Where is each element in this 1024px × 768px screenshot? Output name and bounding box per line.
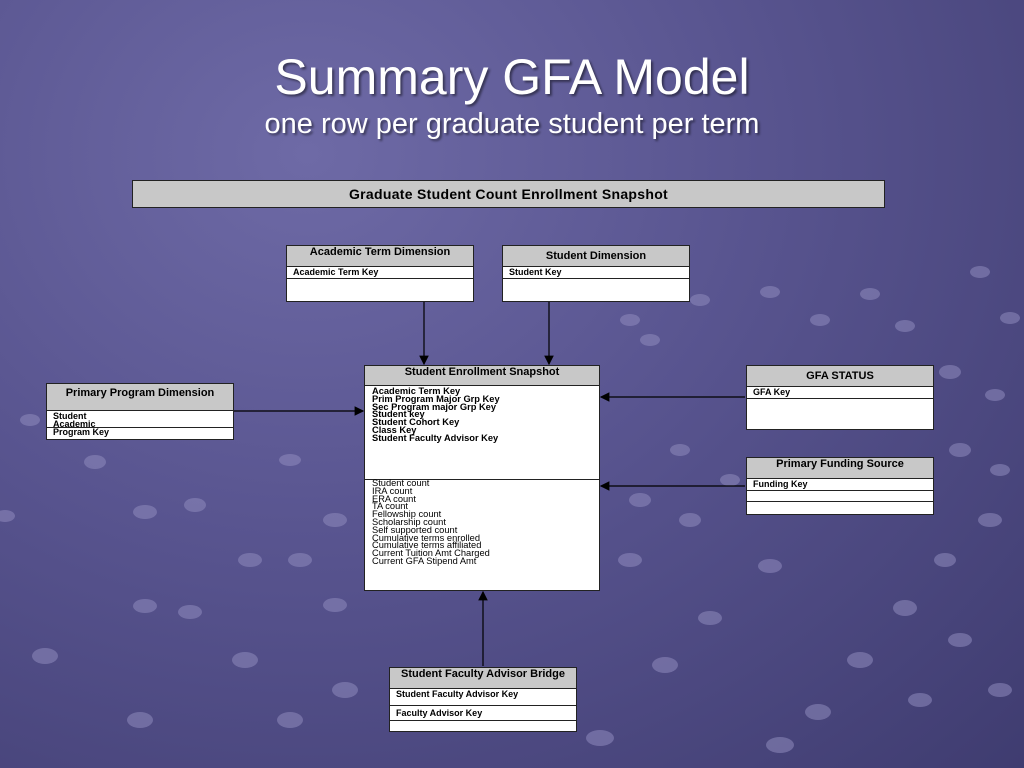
funding-empty-row xyxy=(747,491,933,502)
diagram-banner: Graduate Student Count Enrollment Snapsh… xyxy=(132,180,885,208)
gfa-status-table: GFA STATUS GFA Key xyxy=(746,365,934,430)
snapshot-measure: Cumulative terms enrolled xyxy=(372,532,480,543)
primary-program-dimension-header: Primary Program Dimension xyxy=(47,384,233,411)
snapshot-measure: Scholarship count xyxy=(372,516,446,527)
student-academic-program-key-row: Student Academic Program Key xyxy=(47,411,233,437)
gfa-status-header: GFA STATUS xyxy=(747,366,933,387)
page-subtitle: one row per graduate student per term xyxy=(264,108,760,140)
gfa-key-row: GFA Key xyxy=(747,387,933,399)
snapshot-measure: Self supported count xyxy=(372,524,458,535)
snapshot-measure: Current GFA Stipend Amt xyxy=(372,555,477,566)
snapshot-measures-list: Student count IRA count ERA count TA cou… xyxy=(365,478,599,568)
snapshot-key: Prim Program Major Grp Key xyxy=(372,393,500,404)
snapshot-key: Student Faculty Advisor Key xyxy=(372,432,499,443)
student-enrollment-snapshot-header: Student Enrollment Snapshot xyxy=(365,366,599,386)
title-block: Summary GFA Model one row per graduate s… xyxy=(0,48,1024,142)
student-faculty-advisor-bridge-table: Student Faculty Advisor Bridge Student F… xyxy=(389,667,577,732)
student-enrollment-snapshot-table: Student Enrollment Snapshot Academic Ter… xyxy=(364,365,600,591)
snapshot-measure: Current Tuition Amt Charged xyxy=(372,548,490,559)
snapshot-measure: ERA count xyxy=(372,493,416,504)
funding-key-row: Funding Key xyxy=(747,479,933,491)
student-dimension-table: Student Dimension Student Key xyxy=(502,245,690,302)
advisor-bridge-header: Student Faculty Advisor Bridge xyxy=(390,668,576,689)
primary-program-dimension-table: Primary Program Dimension Student Academ… xyxy=(46,383,234,440)
academic-term-dimension-table: Academic Term Dimension Academic Term Ke… xyxy=(286,245,474,302)
snapshot-measure: IRA count xyxy=(372,485,413,496)
snapshot-key: Student Cohort Key xyxy=(372,417,460,428)
student-key-row: Student Key xyxy=(503,267,689,279)
snapshot-key: Sec Program major Grp Key xyxy=(372,401,497,412)
snapshot-key: Student key xyxy=(372,409,425,420)
snapshot-measure: TA count xyxy=(372,501,409,512)
snapshot-measure: Student count xyxy=(372,478,430,488)
faculty-advisor-key-row: Faculty Advisor Key xyxy=(390,706,576,721)
snapshot-measure: Fellowship count xyxy=(372,509,442,520)
academic-term-dimension-header: Academic Term Dimension xyxy=(287,246,473,267)
student-faculty-advisor-key-row: Student Faculty Advisor Key xyxy=(390,689,576,706)
primary-funding-source-table: Primary Funding Source Funding Key xyxy=(746,457,934,515)
student-dimension-header: Student Dimension xyxy=(503,246,689,267)
primary-funding-source-header: Primary Funding Source xyxy=(747,458,933,479)
academic-term-key-row: Academic Term Key xyxy=(287,267,473,279)
snapshot-keys-list: Academic Term Key Prim Program Major Grp… xyxy=(365,386,599,479)
page-title: Summary GFA Model xyxy=(274,49,750,105)
snapshot-key: Academic Term Key xyxy=(372,386,461,396)
snapshot-key: Class Key xyxy=(372,424,417,435)
snapshot-measure: Cumulative terms affiliated xyxy=(372,540,482,551)
